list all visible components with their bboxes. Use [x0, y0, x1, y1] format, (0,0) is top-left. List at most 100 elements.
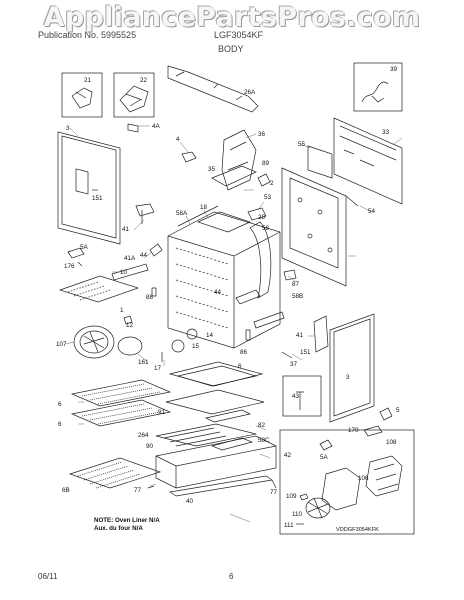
- callout-15: 15: [192, 343, 200, 350]
- part-88-clip: [151, 287, 157, 297]
- callout-110: 110: [292, 511, 303, 518]
- part-43-screw: [296, 391, 304, 410]
- part-87-bracket: [283, 269, 297, 281]
- part-264-burner: [155, 423, 257, 447]
- callout-89: 89: [262, 160, 270, 167]
- part-89-clip: [257, 173, 271, 187]
- section-title: BODY: [218, 44, 244, 54]
- part-170-bracket: [363, 425, 383, 437]
- part-26a-brace: [167, 65, 259, 113]
- part-15-bulb: [171, 339, 185, 353]
- part-41-bracket: [135, 203, 155, 224]
- callout-55: 55: [298, 141, 306, 148]
- part-33-back-panel: [333, 117, 403, 205]
- oven-liner-note: NOTE: Oven Liner N/A: [94, 517, 160, 524]
- inset-box-22: [113, 72, 155, 118]
- callout-77-right: 77: [270, 489, 278, 496]
- callout-170: 170: [348, 427, 359, 434]
- part-2-back-frame: [281, 167, 347, 287]
- part-6b-rack: [68, 457, 162, 489]
- part-109-nut: [299, 493, 309, 501]
- callout-6-rack-upper: 6: [58, 401, 62, 408]
- footer-date: 06/11: [38, 572, 58, 581]
- part-6-rack-lower: [70, 399, 172, 427]
- callout-44-left: 44: [140, 252, 148, 259]
- callout-88: 88: [146, 294, 154, 301]
- callout-40: 40: [186, 498, 194, 505]
- callout-22: 22: [140, 77, 148, 84]
- part-4a-clip: [127, 123, 139, 133]
- part-110-fan-blade: [305, 497, 331, 519]
- callout-54: 54: [368, 208, 376, 215]
- inset-box-21: [61, 72, 103, 118]
- part-54-screw-line: [345, 195, 359, 207]
- part-77-glide-right: [271, 479, 277, 489]
- callout-58b: 58B: [292, 293, 303, 300]
- callout-4a: 4A: [152, 123, 161, 130]
- part-82-bracket: [204, 409, 252, 423]
- callout-44-center: 44: [214, 289, 222, 296]
- part-41a-bracket: [149, 243, 163, 257]
- part-35-vent: [211, 165, 257, 187]
- callout-176: 176: [64, 263, 75, 270]
- part-151-right-bracket: [313, 315, 329, 353]
- callout-6-rack-lower: 6: [58, 421, 62, 428]
- callout-107: 107: [56, 341, 67, 348]
- callout-26a: 26A: [244, 89, 256, 96]
- part-5a-lower-bracket: [319, 439, 333, 451]
- part-4-clip: [181, 151, 197, 163]
- callout-91: 91: [158, 409, 166, 416]
- callout-12: 12: [126, 322, 134, 329]
- callout-35: 35: [208, 166, 216, 173]
- part-10-hinge: [111, 263, 149, 281]
- part-53-oven-cavity: [167, 211, 281, 349]
- callout-5: 5: [396, 407, 400, 414]
- callout-41a: 41A: [124, 255, 136, 262]
- callout-58c: 58C: [258, 437, 270, 444]
- part-58c-panel: [210, 437, 254, 451]
- callout-6b: 6B: [62, 487, 70, 494]
- callout-28: 28: [258, 214, 266, 221]
- inset-box-fan: [279, 429, 415, 535]
- callout-33: 33: [382, 129, 390, 136]
- part-3-left-panel: [57, 131, 121, 245]
- publication-number: Publication No. 5995525: [38, 30, 137, 40]
- callout-58a: 58A: [176, 210, 188, 217]
- callout-21: 21: [84, 77, 92, 84]
- callout-36: 36: [258, 131, 266, 138]
- part-37-screw: [281, 351, 293, 359]
- part-58-insulation-right: [249, 221, 272, 299]
- callout-86: 86: [240, 349, 248, 356]
- callout-43: 43: [292, 393, 300, 400]
- callout-5a: 5A: [80, 244, 89, 251]
- callout-161: 161: [138, 359, 149, 366]
- part-18-top-plate: [197, 211, 251, 233]
- inset-box-39: [353, 62, 403, 112]
- diagram-code: VDDGF3054KFK: [336, 527, 379, 533]
- callout-58: 58: [262, 225, 270, 232]
- callout-5a-lower: 5A: [320, 454, 329, 461]
- callout-3-left: 3: [66, 125, 70, 132]
- part-176-screw: [77, 261, 83, 267]
- part-6-rack-upper: [70, 379, 172, 407]
- part-108-fan-motor: [365, 455, 403, 497]
- callout-106: 106: [358, 475, 369, 482]
- part-28-block: [247, 207, 267, 221]
- callout-41-right: 41: [296, 332, 304, 339]
- callout-151-left: 151: [92, 195, 103, 202]
- part-41-right-bracket: [253, 311, 285, 329]
- part-21-bracket: [71, 87, 93, 109]
- part-14-knob: [186, 328, 198, 340]
- part-36-vent-duct: [221, 129, 257, 191]
- part-58a-insulation-top: [177, 205, 219, 227]
- model-number: LGF3054KF: [214, 30, 264, 40]
- part-106-fan-bracket: [321, 467, 361, 511]
- callout-151-right: 151: [300, 349, 311, 356]
- callout-111: 111: [284, 522, 294, 529]
- part-3-right-panel: [329, 313, 375, 423]
- callout-37: 37: [290, 361, 298, 368]
- callout-14: 14: [206, 332, 214, 339]
- callout-82: 82: [258, 422, 266, 429]
- callout-10: 10: [120, 269, 128, 276]
